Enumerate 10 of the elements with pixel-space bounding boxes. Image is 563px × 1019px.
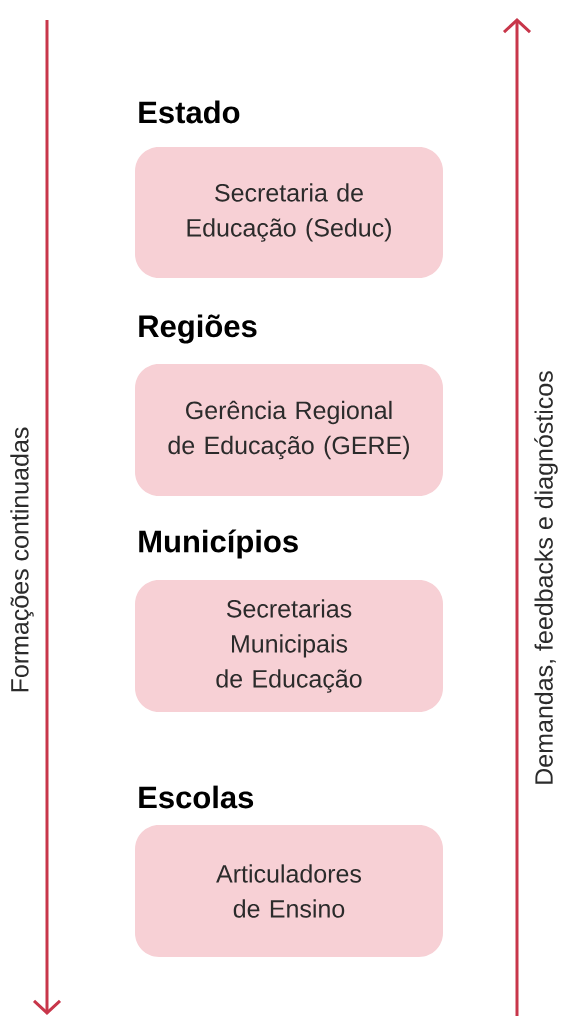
rounded-box: Gerência Regional de Educação (GERE) (135, 364, 443, 496)
heading: Escolas (139, 785, 254, 809)
rounded-box: Secretarias Municipais de Educação (135, 580, 443, 712)
arrow-label: Demandas, feedbacks e diagnósticos (534, 371, 558, 784)
rounded-box: Articuladores de Ensino (135, 825, 443, 957)
heading: Municípios (139, 529, 298, 559)
rounded-box: Secretaria de Educação (Seduc) (135, 147, 443, 278)
arrow-label: Formações continuadas (10, 427, 34, 692)
heading: Regiões (139, 314, 257, 344)
heading: Estado (139, 100, 240, 124)
